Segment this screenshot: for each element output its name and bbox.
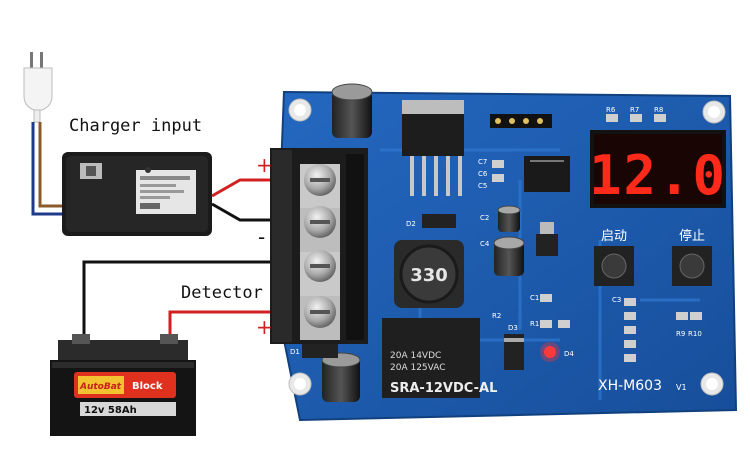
label-c1: C1 [530,294,539,302]
board-version: V1 [676,383,687,392]
voltage-regulator-small [536,222,558,256]
label-c3: C3 [612,296,621,304]
diode-d1 [302,344,338,358]
car-battery [50,334,196,436]
battery-tag: Block [132,381,163,392]
label-d1: D1 [290,348,300,356]
status-led [540,342,560,362]
relay-rating-2: 20A 125VAC [390,363,446,373]
relay-model: SRA-12VDC-AL [390,381,497,396]
stop-button-label: 停止 [679,228,705,244]
display-reading-group: 12.0 [589,144,727,207]
label-r6: R6 [606,106,616,114]
regulator-chip [402,100,464,196]
detector-label: Detector [181,283,263,303]
microcontroller [524,156,570,192]
power-plug [23,52,70,216]
plus-mark-charger: + [256,153,273,177]
diode-d2 [422,214,456,228]
relay [382,318,480,398]
label-r10: R10 [688,330,702,338]
charger-adapter [62,152,212,236]
relay-rating-1: 20A 14VDC [390,351,441,361]
label-d4: D4 [564,350,574,358]
label-c6: C6 [478,170,488,178]
smd-resistors [492,114,702,362]
pin-header [490,114,552,128]
inductor [394,240,464,308]
stop-button[interactable] [672,246,712,286]
label-c4: C4 [480,240,490,248]
label-r1: R1 [530,320,539,328]
label-r9: R9 [676,330,685,338]
start-button[interactable] [594,246,634,286]
label-r7: R7 [630,106,639,114]
inductor-label: 330 [410,265,448,286]
label-c5: C5 [478,182,487,190]
minus-mark: - [258,225,265,249]
electrolytic-capacitors [321,83,525,402]
label-c2: C2 [480,214,489,222]
board-model: XH-M603 [598,378,662,394]
label-c7: C7 [478,158,487,166]
label-r8: R8 [654,106,663,114]
charger-input-label: Charger input [69,116,203,136]
label-d2: D2 [406,220,416,228]
diode-d3 [504,334,524,370]
battery-spec: 12v 58Ah [84,405,137,416]
label-r2: R2 [492,312,501,320]
battery-brand: AutoBat [79,382,122,392]
label-d3: D3 [508,324,518,332]
plus-mark-battery: + [256,315,273,339]
seven-segment-display [590,130,726,208]
display-reading: 12.0 [589,144,727,207]
terminal-block [270,148,368,344]
silkscreen-labels: R6 R7 R8 C7 C6 C5 C2 C4 C1 C3 D1 D2 D3 D… [290,106,702,358]
start-button-label: 启动 [601,229,627,244]
